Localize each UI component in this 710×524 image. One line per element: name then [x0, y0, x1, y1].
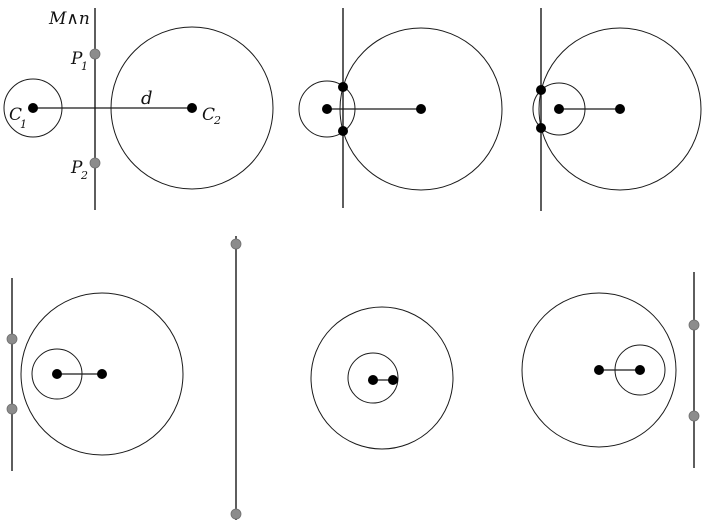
panel-7	[521, 272, 700, 468]
label-p2-subscript: 2	[80, 169, 88, 182]
panel-6	[310, 306, 454, 450]
point-upper	[6, 333, 18, 345]
label-p1: P	[70, 49, 83, 69]
label-p1-subscript: 1	[81, 60, 88, 73]
circle-large	[310, 306, 454, 450]
center-point-large	[594, 365, 604, 375]
label-c2: C	[202, 105, 215, 125]
panel-4	[6, 278, 184, 471]
intersection-point-bottom	[536, 123, 546, 133]
circle-small	[347, 352, 399, 404]
center-point-small	[52, 369, 62, 379]
point-p2	[89, 157, 101, 169]
label-c1-subscript: 1	[20, 118, 27, 131]
point-lower	[230, 508, 242, 520]
point-lower	[688, 410, 700, 422]
intersection-point-bottom	[338, 126, 348, 136]
center-point-small	[635, 365, 645, 375]
center-point-c1	[28, 103, 38, 113]
plane-label: M∧n	[48, 9, 90, 29]
panel-5	[230, 236, 242, 520]
center-point-c2	[187, 103, 197, 113]
panel-1: M∧n P 1 P 2 C 1 C 2 d	[3, 8, 274, 210]
circle-large	[521, 292, 677, 448]
label-c1: C	[9, 105, 22, 125]
center-point-large	[388, 375, 398, 385]
label-distance-d: d	[141, 88, 153, 109]
point-upper	[688, 319, 700, 331]
center-point-small	[322, 104, 332, 114]
center-point-large	[615, 104, 625, 114]
panel-2	[298, 8, 503, 208]
panel-3	[532, 8, 702, 211]
intersection-point-top	[536, 85, 546, 95]
center-point-large	[416, 104, 426, 114]
point-lower	[6, 403, 18, 415]
point-upper	[230, 238, 242, 250]
circle-large	[20, 292, 184, 456]
center-point-small	[368, 375, 378, 385]
circle-large	[538, 27, 702, 191]
intersection-point-top	[338, 82, 348, 92]
center-point-small	[554, 104, 564, 114]
center-point-large	[97, 369, 107, 379]
point-p1	[89, 48, 101, 60]
label-p2: P	[70, 158, 83, 178]
label-c2-subscript: 2	[213, 114, 221, 127]
